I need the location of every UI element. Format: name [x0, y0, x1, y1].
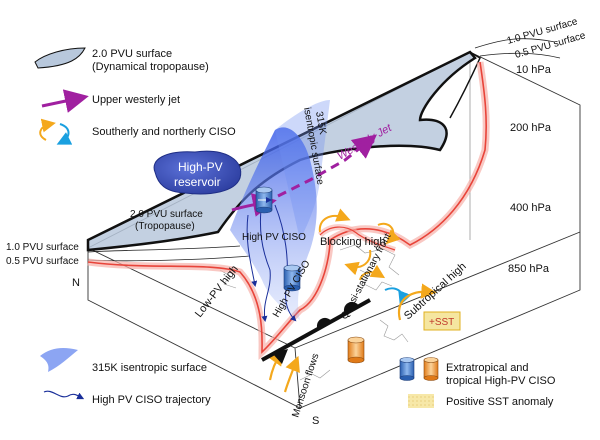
legend-cylinders-text: Extratropical and tropical High-PV CISO: [446, 362, 555, 388]
ciso-cylinder-upper: [255, 186, 273, 214]
blocking-high-arrows: [318, 208, 412, 306]
legend-pvu-label: 2.0 PVU surface: [92, 48, 173, 60]
tropopause-label-2: (Tropopause): [135, 221, 195, 232]
pressure-850: 850 hPa: [508, 263, 550, 275]
reservoir-label-1: High-PV: [178, 160, 223, 174]
isentropic-surface-edge: [275, 100, 330, 240]
low-pv-high-label: Low-PV high: [193, 263, 241, 320]
legend-pvu-sub: (Dynamical tropopause): [92, 61, 209, 73]
legend-sst-label: Positive SST anomaly: [446, 396, 554, 408]
high-pv-reservoir: [153, 150, 242, 195]
south-label: S: [312, 415, 319, 427]
legend-pvu-text: 2.0 PVU surface (Dynamical tropopause): [92, 48, 209, 74]
ciso-cylinder-middle: [283, 264, 301, 292]
north-label: N: [72, 277, 80, 289]
tropopause-edge: [449, 51, 481, 119]
pvu-thin-lines: [87, 38, 561, 262]
legend-ciso-arrows: [39, 118, 73, 145]
legend-isentropic-swatch: [40, 348, 78, 372]
legend-pvu-swatch: [34, 47, 86, 69]
legend-cylinders-line2: tropical High-PV CISO: [446, 375, 556, 387]
sst-box: [423, 311, 461, 331]
legend-ciso-label: Southerly and northerly CISO: [92, 126, 236, 138]
legend-trajectory-label: High PV CISO trajectory: [92, 394, 211, 406]
pressure-200: 200 hPa: [510, 122, 552, 134]
reservoir-label-2: reservoir: [174, 175, 221, 189]
legend-trajectory-line: [43, 390, 85, 400]
isentropic-315-label: 315K: [313, 111, 328, 136]
ciso-cylinder-lower: [347, 336, 365, 364]
subtropical-high-arrows: [397, 283, 437, 321]
high-pv-ciso-upper-label: High PV CISO: [242, 232, 306, 243]
legend-cylinders: [399, 357, 439, 381]
left-pvu-2: 0.5 PVU surface: [6, 256, 79, 267]
pressure-10: 10 hPa: [516, 64, 552, 76]
legend-jet-label: Upper westerly jet: [92, 94, 181, 106]
blocking-high-label: Blocking high: [320, 236, 385, 248]
left-pvu-1: 1.0 PVU surface: [6, 242, 79, 253]
sst-box-label: +SST: [429, 317, 454, 328]
legend-isentropic-label: 315K isentropic surface: [92, 362, 207, 374]
legend-cylinders-line1: Extratropical and: [446, 362, 529, 374]
quasi-stationary-front: [261, 298, 371, 364]
red-pvu-surface: [87, 61, 490, 360]
tropopause-label-1: 2.0 PVU surface: [130, 209, 203, 220]
legend-jet-arrow: [41, 89, 89, 113]
pressure-400: 400 hPa: [510, 202, 552, 214]
legend-sst-swatch: [408, 394, 434, 408]
